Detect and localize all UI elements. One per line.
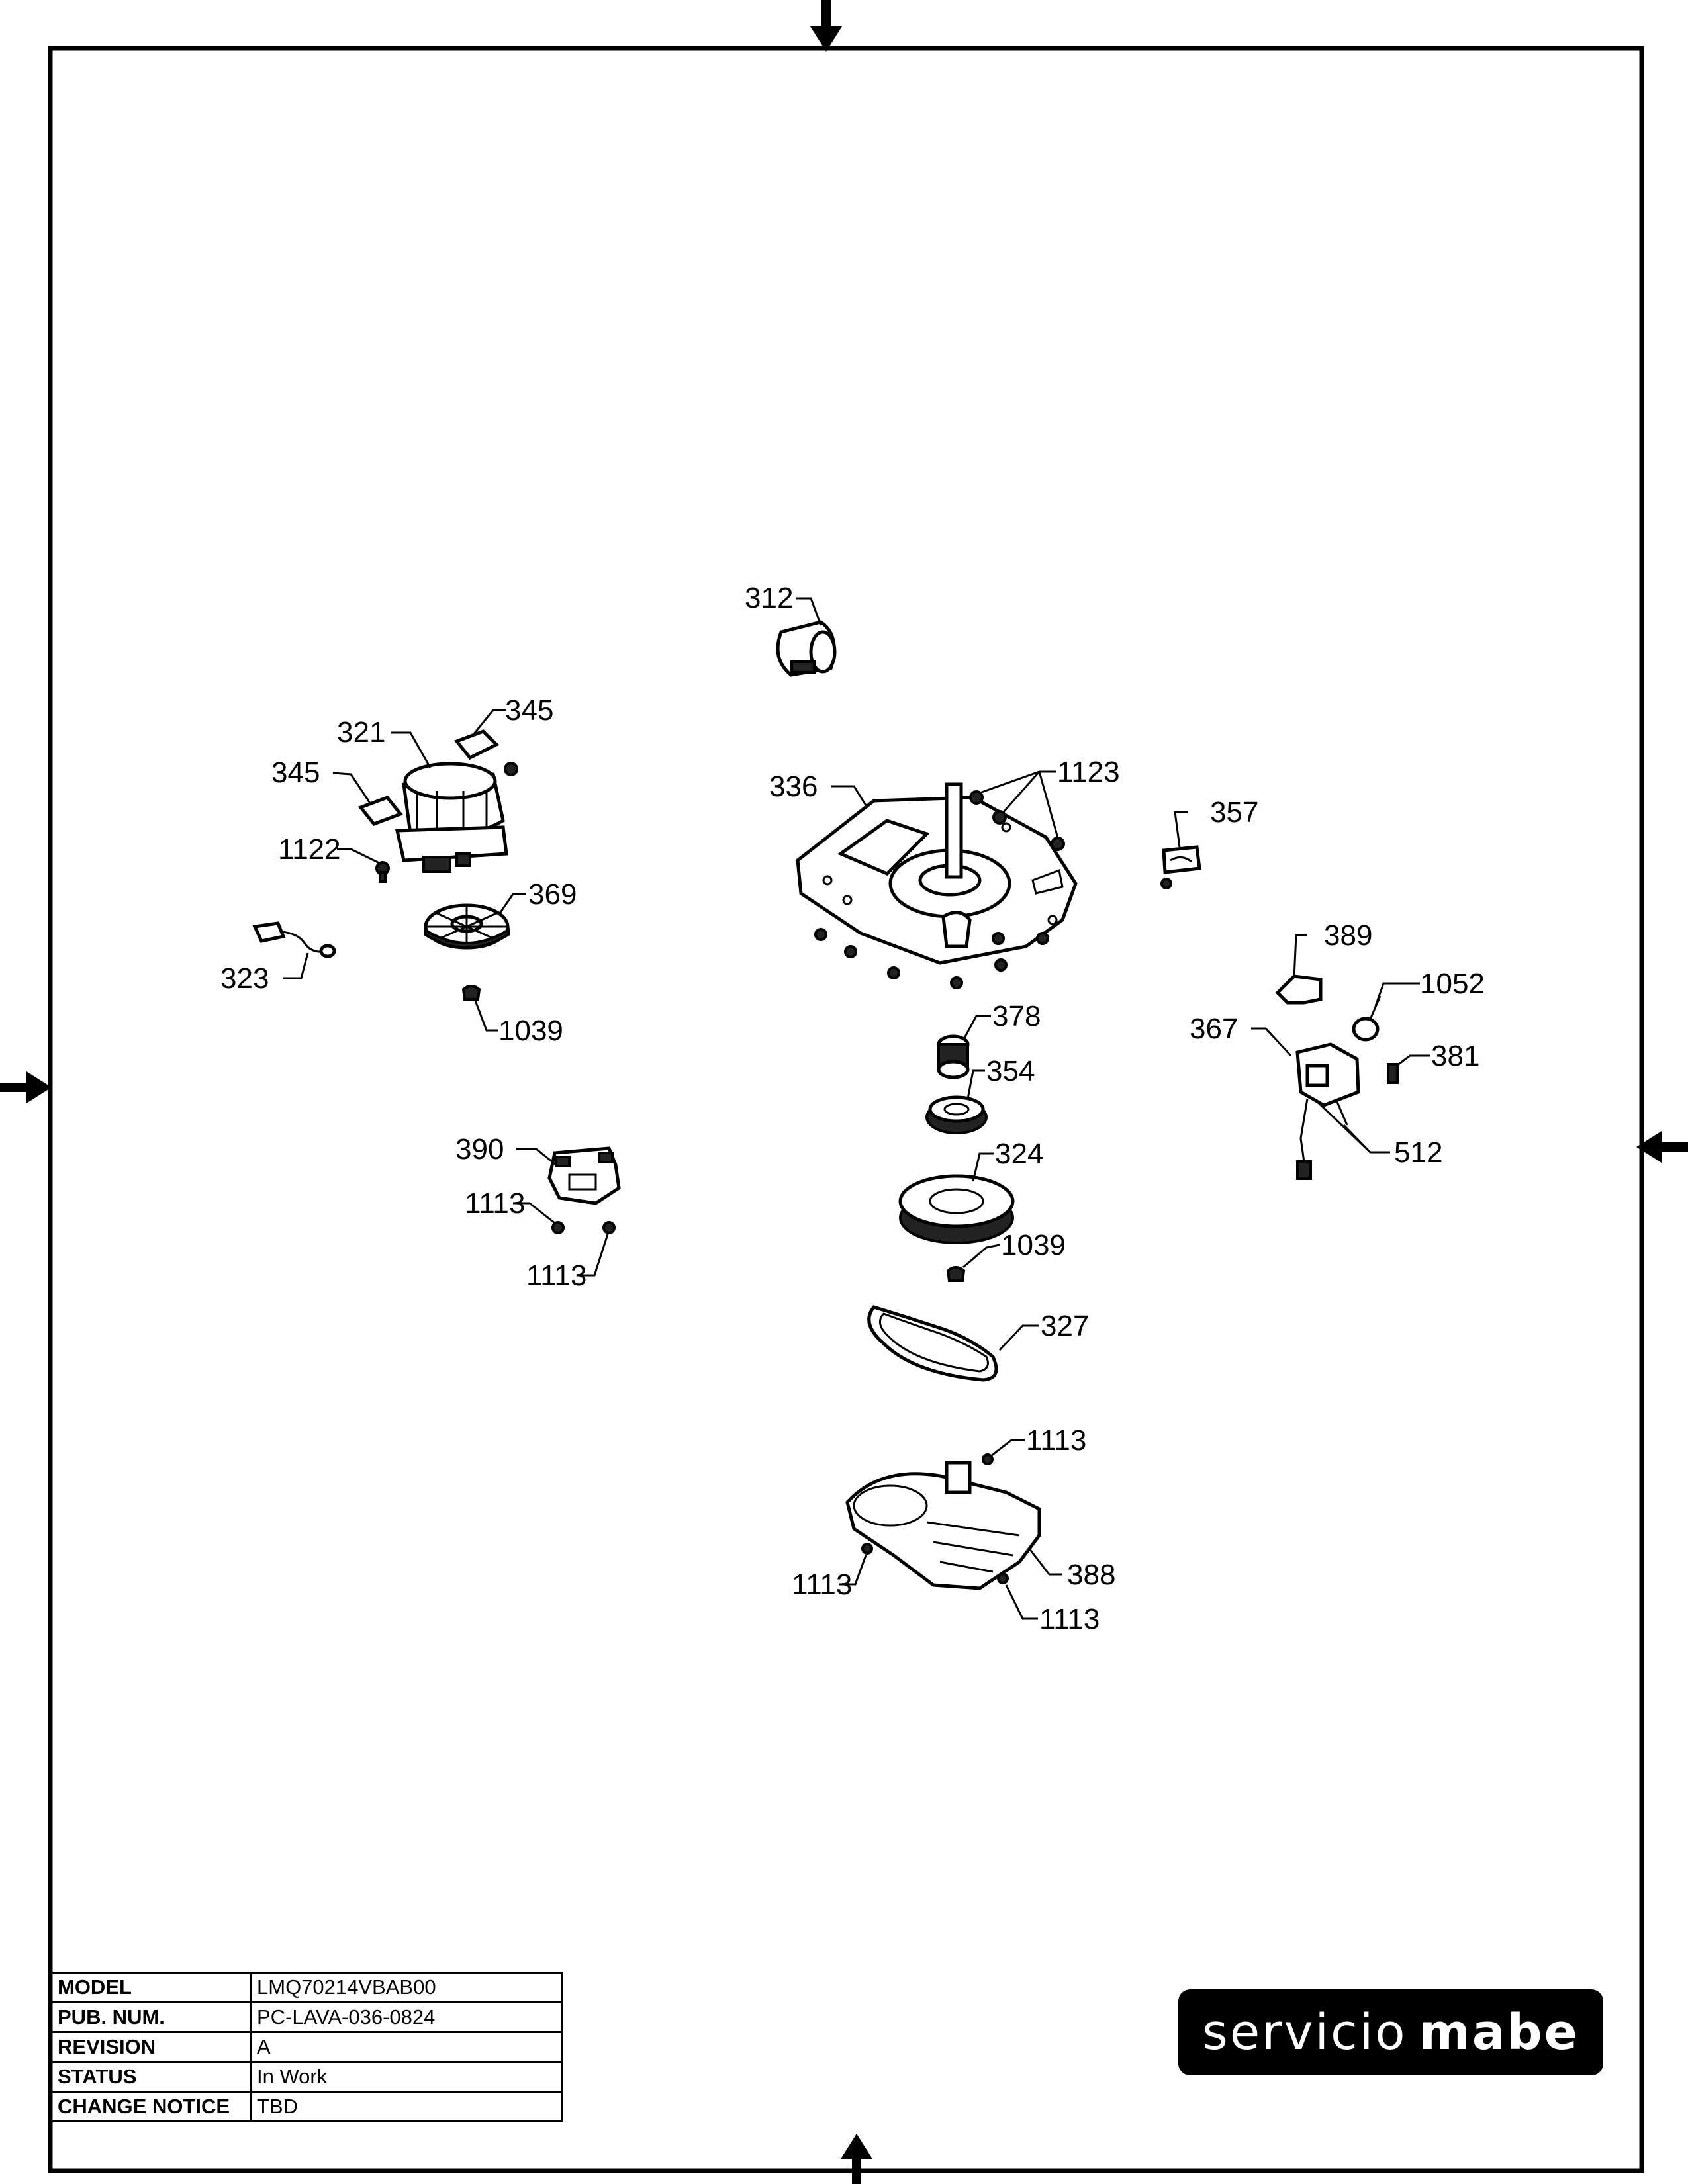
change-notice-value: TBD <box>250 2091 563 2122</box>
callout-378: 378 <box>992 1000 1041 1032</box>
revision-label: REVISION <box>50 2031 252 2063</box>
callout-345: 345 <box>271 756 320 789</box>
status-label: STATUS <box>50 2061 252 2093</box>
part-324-pulley <box>898 1174 1015 1244</box>
screw-1113-icon <box>861 1543 873 1555</box>
callout-1113: 1113 <box>526 1259 586 1292</box>
part-1039-plug-left <box>461 985 481 1001</box>
callout-1052: 1052 <box>1420 968 1485 1000</box>
part-1122-screw <box>375 861 390 883</box>
part-367-assembly <box>1295 1042 1360 1180</box>
callout-512: 512 <box>1394 1136 1442 1169</box>
part-354-gear <box>925 1095 988 1134</box>
callout-1113: 1113 <box>792 1569 852 1601</box>
callout-1113: 1113 <box>465 1187 525 1220</box>
screw-1113-icon <box>997 1572 1009 1584</box>
brand-word-mabe: mabe <box>1419 2004 1579 2061</box>
callout-321: 321 <box>337 716 385 749</box>
model-label: MODEL <box>50 1972 252 2003</box>
part-1052-clip <box>1352 995 1382 1042</box>
callout-357: 357 <box>1210 796 1258 829</box>
callout-389: 389 <box>1324 919 1372 952</box>
pub-num-value: PC-LAVA-036-0824 <box>250 2001 563 2033</box>
callout-327: 327 <box>1041 1310 1089 1342</box>
part-381-fitting <box>1387 1063 1399 1084</box>
callout-1122: 1122 <box>278 833 341 866</box>
callout-381: 381 <box>1431 1040 1479 1072</box>
pub-num-label: PUB. NUM. <box>50 2001 252 2033</box>
part-369-pulley <box>424 903 510 950</box>
revision-value: A <box>250 2031 563 2063</box>
part-345-pad-lower <box>357 796 404 826</box>
table-row: PUB. NUM. PC-LAVA-036-0824 <box>50 2001 563 2033</box>
brand-logo: servicio mabe <box>1178 1989 1603 2075</box>
part-312-connector <box>776 620 837 677</box>
part-327-belt <box>867 1305 998 1382</box>
callout-1113: 1113 <box>1039 1603 1100 1635</box>
brand-word-servicio: servicio <box>1202 2004 1407 2061</box>
callout-354: 354 <box>986 1055 1035 1087</box>
screw-1113-icon <box>551 1221 565 1234</box>
callout-1113: 1113 <box>1026 1424 1086 1457</box>
callout-1039: 1039 <box>1001 1229 1066 1261</box>
part-345-pad-upper <box>453 729 500 760</box>
table-row: STATUS In Work <box>50 2061 563 2093</box>
part-388-base-cover <box>845 1461 1041 1590</box>
callout-390: 390 <box>455 1133 504 1165</box>
callout-1039: 1039 <box>498 1015 563 1047</box>
status-value: In Work <box>250 2061 563 2093</box>
callout-388: 388 <box>1067 1559 1115 1591</box>
callout-345: 345 <box>505 694 553 727</box>
callout-324: 324 <box>995 1138 1043 1170</box>
leader-lines <box>283 597 1430 1620</box>
top-arrow-icon <box>810 0 842 52</box>
table-row: MODEL LMQ70214VBAB00 <box>50 1972 563 2003</box>
callout-369: 369 <box>528 878 577 911</box>
screw-1113-icon <box>602 1221 616 1234</box>
part-321-motor <box>395 762 508 873</box>
screw-1113-icon <box>982 1453 994 1465</box>
part-1123-screws <box>814 790 1065 989</box>
change-notice-label: CHANGE NOTICE <box>50 2091 252 2122</box>
callout-336: 336 <box>769 770 818 803</box>
callout-312: 312 <box>745 582 793 614</box>
part-357-sensor <box>1160 845 1201 889</box>
right-arrow-icon <box>1636 1131 1688 1163</box>
part-390-bracket <box>547 1146 621 1205</box>
callout-367: 367 <box>1190 1013 1238 1045</box>
table-row: CHANGE NOTICE TBD <box>50 2091 563 2122</box>
model-value: LMQ70214VBAB00 <box>250 1972 563 2003</box>
part-323-harness <box>252 921 336 958</box>
part-336-base-plate <box>796 782 1078 965</box>
part-378-coupling <box>937 1034 970 1079</box>
callout-labels: 312 345 321 345 1122 369 323 1039 336 11… <box>220 582 1485 1635</box>
part-389-bracket <box>1275 974 1323 1005</box>
title-block-table: MODEL LMQ70214VBAB00 PUB. NUM. PC-LAVA-0… <box>50 1972 563 2122</box>
callout-1123: 1123 <box>1057 756 1120 788</box>
callout-323: 323 <box>220 962 269 995</box>
screw-icon <box>504 762 518 776</box>
table-row: REVISION A <box>50 2031 563 2063</box>
bottom-arrow-icon <box>841 2134 872 2184</box>
part-1039-plug-center <box>946 1266 966 1282</box>
left-arrow-icon <box>0 1071 52 1103</box>
drawing-border <box>48 46 1644 2173</box>
